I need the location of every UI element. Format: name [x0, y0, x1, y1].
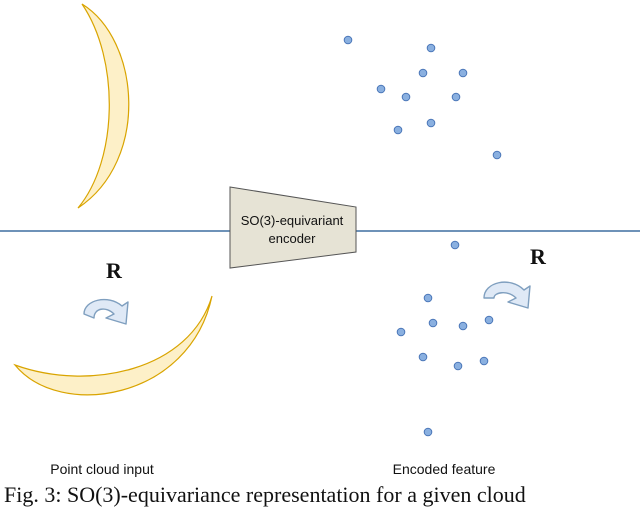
feature-point: [423, 293, 433, 303]
output-label: Encoded feature: [393, 461, 496, 477]
feature-point: [479, 356, 489, 366]
feature-point: [423, 427, 433, 437]
feature-point: [418, 352, 428, 362]
feature-point: [426, 118, 436, 128]
feature-point: [484, 315, 494, 325]
rotation-arrow-left-icon: [83, 298, 129, 325]
feature-point: [396, 327, 406, 337]
feature-point: [451, 92, 461, 102]
figure-caption: Fig. 3: SO(3)-equivariance representatio…: [4, 482, 526, 507]
feature-point: [450, 240, 460, 250]
feature-points-original: [343, 35, 502, 160]
feature-point: [393, 125, 403, 135]
crescent-rotated: [13, 295, 213, 396]
feature-point: [418, 68, 428, 78]
feature-point: [428, 318, 438, 328]
rotation-symbol-left: R: [106, 258, 123, 283]
crescent-upright: [77, 3, 130, 209]
feature-point: [458, 68, 468, 78]
rotation-symbol-right: R: [530, 244, 547, 269]
feature-point: [426, 43, 436, 53]
feature-point: [453, 361, 463, 371]
feature-point: [343, 35, 353, 45]
encoder-label-line2: encoder: [269, 231, 317, 246]
feature-point: [492, 150, 502, 160]
input-label: Point cloud input: [50, 461, 154, 477]
feature-point: [401, 92, 411, 102]
feature-point: [376, 84, 386, 94]
rotation-arrow-right-icon: [483, 281, 531, 309]
encoder-block: [229, 186, 357, 269]
feature-points-rotated: [396, 240, 494, 437]
feature-point: [458, 321, 468, 331]
encoder-label-line1: SO(3)-equivariant: [241, 213, 344, 228]
